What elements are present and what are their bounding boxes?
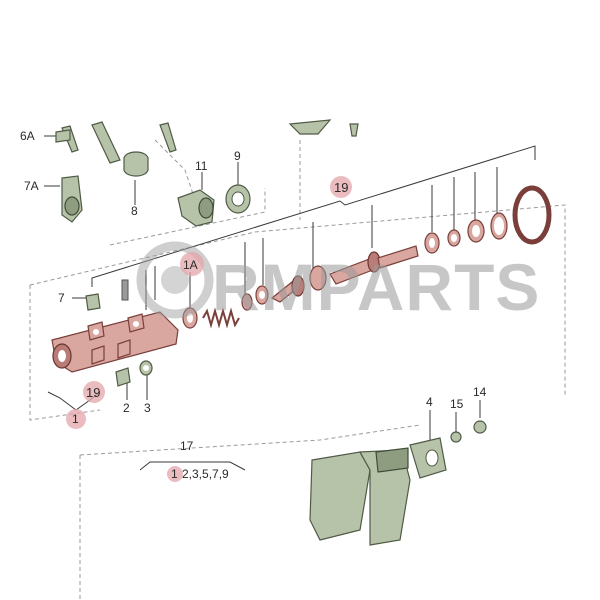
callout-14: 14 bbox=[473, 385, 487, 399]
sub-list-first: 1 bbox=[171, 467, 178, 481]
callout-4: 4 bbox=[426, 395, 433, 409]
callout-9: 9 bbox=[234, 149, 241, 163]
sub-list-rest: 2,3,5,7,9 bbox=[182, 467, 229, 481]
mounting-bracket bbox=[309, 420, 487, 546]
watermark-logo: RMPARTS bbox=[136, 241, 540, 324]
callout-7: 7 bbox=[58, 291, 65, 305]
callout-1A: 1A bbox=[183, 258, 198, 272]
callout-19-top: 19 bbox=[334, 180, 348, 195]
dashed-frames bbox=[29, 139, 566, 600]
master-cylinder-internals bbox=[182, 185, 552, 329]
callout-7A: 7A bbox=[24, 179, 39, 193]
callout-11: 11 bbox=[195, 159, 208, 173]
callout-19-left: 19 bbox=[86, 385, 100, 400]
callout-1: 1 bbox=[72, 412, 79, 426]
callout-3: 3 bbox=[144, 401, 151, 415]
callout-8: 8 bbox=[131, 204, 138, 218]
master-cylinder-body bbox=[51, 279, 179, 387]
watermark-text: RMPARTS bbox=[212, 250, 540, 324]
callout-15: 15 bbox=[450, 397, 464, 411]
callout-6A: 6A bbox=[20, 129, 35, 143]
highlight-bubbles bbox=[66, 176, 352, 482]
callout-labels: 6A 7A 8 11 9 19 1A 7 19 1 2 3 4 15 14 17… bbox=[20, 129, 487, 481]
callout-17: 17 bbox=[180, 439, 194, 453]
callout-2: 2 bbox=[123, 401, 130, 415]
brake-line-fittings bbox=[55, 119, 359, 227]
